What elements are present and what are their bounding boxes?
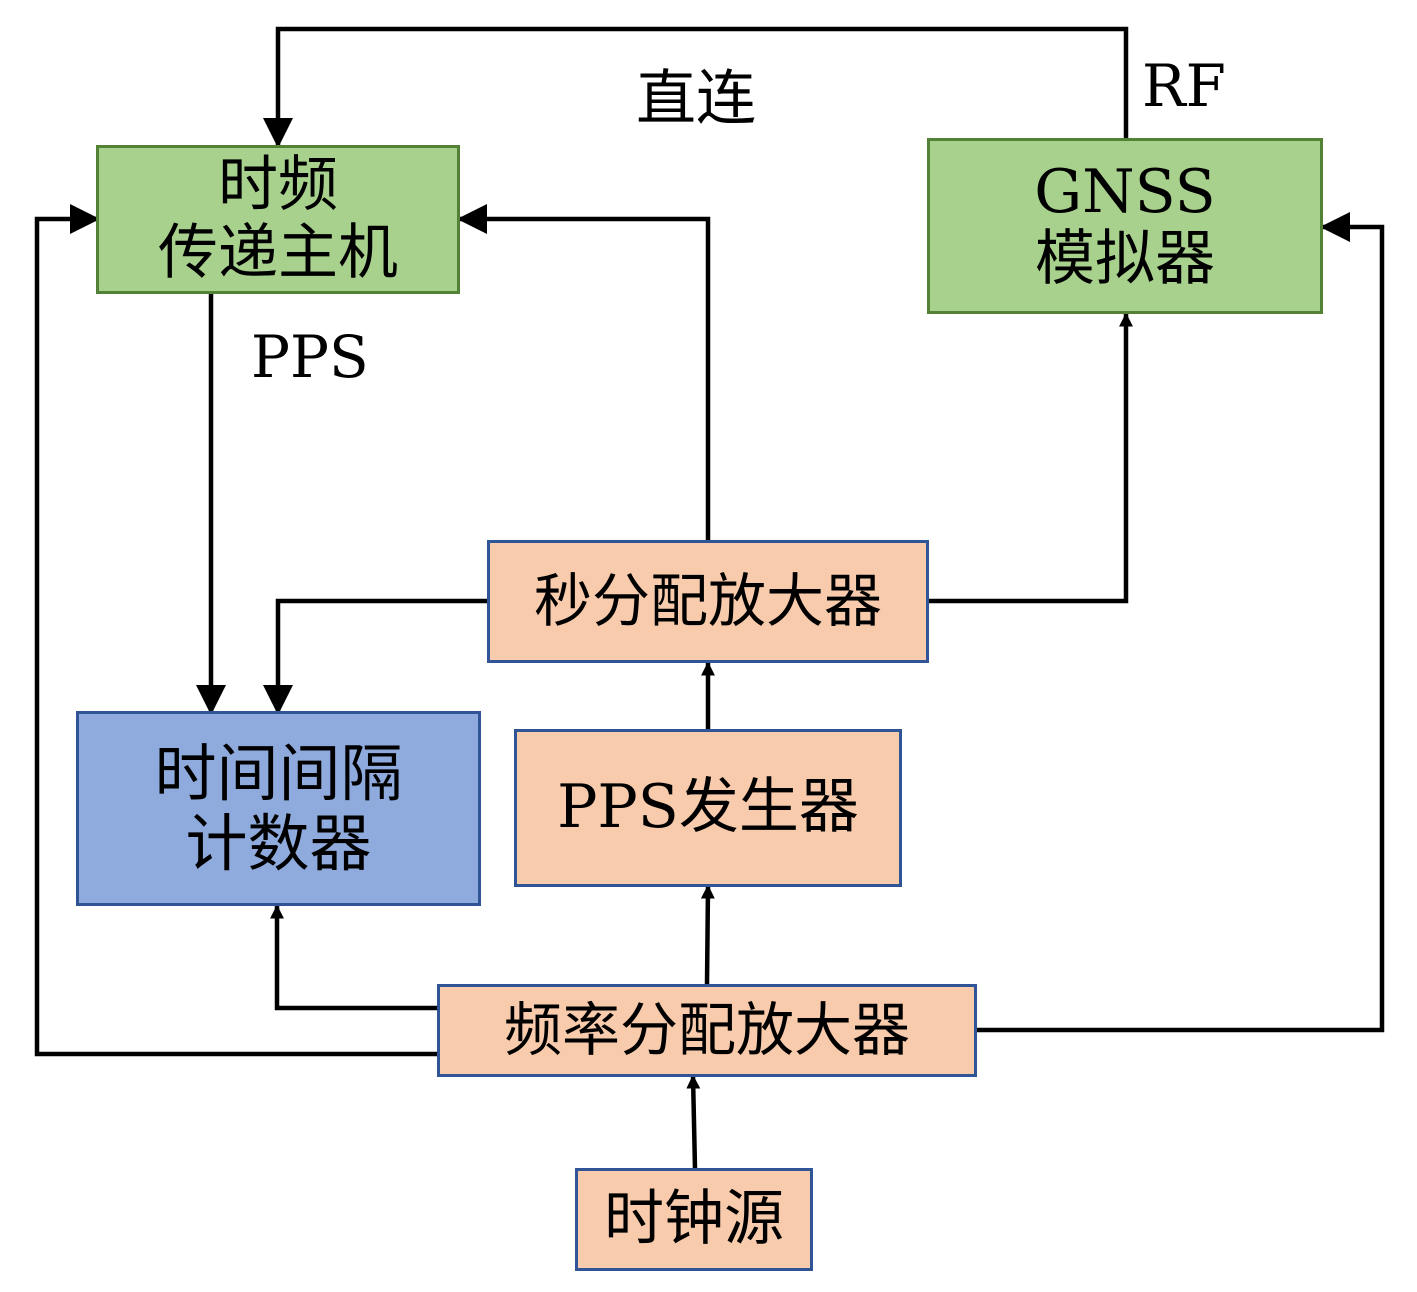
clock-source: 时钟源 <box>575 1168 813 1271</box>
edge-freq-amp-to-gnss <box>976 212 1385 1033</box>
time-interval-counter: 时间间隔 计数器 <box>76 711 481 906</box>
host-label-line1: 时频 <box>218 150 338 221</box>
edge-freq-amp-to-pps-gen <box>700 884 715 985</box>
second-amp-label: 秒分配放大器 <box>533 567 882 636</box>
edge-gnss-to-host <box>263 26 1129 148</box>
host-label-line2: 传递主机 <box>158 217 398 288</box>
edge-second-amp-to-tic <box>263 598 488 715</box>
tic-label-line2: 计数器 <box>185 806 372 880</box>
clock-label: 时钟源 <box>604 1183 784 1254</box>
gnss-simulator: GNSS 模拟器 <box>927 138 1323 314</box>
pps-label: PPS <box>251 323 369 391</box>
second-distribution-amplifier: 秒分配放大器 <box>487 540 929 663</box>
edge-freq-amp-to-tic <box>270 904 438 1011</box>
gnss-label-line2: 模拟器 <box>1035 224 1215 294</box>
gnss-label-line1: GNSS <box>1034 156 1216 227</box>
pps-gen-label: PPS发生器 <box>557 772 859 843</box>
frequency-distribution-amplifier: 频率分配放大器 <box>437 984 977 1077</box>
edge-second-amp-to-gnss <box>928 312 1133 604</box>
pps-generator: PPS发生器 <box>514 729 902 887</box>
rf-label: RF <box>1142 52 1226 120</box>
direct-link-label: 直连 <box>636 64 756 134</box>
time-frequency-transfer-host: 时频 传递主机 <box>96 145 460 294</box>
edge-clock-to-freq-amp <box>686 1074 701 1170</box>
freq-amp-label: 频率分配放大器 <box>503 996 910 1065</box>
edge-freq-amp-to-host <box>34 204 438 1057</box>
edge-second-amp-to-host <box>457 204 711 540</box>
tic-label-line1: 时间间隔 <box>154 737 403 811</box>
